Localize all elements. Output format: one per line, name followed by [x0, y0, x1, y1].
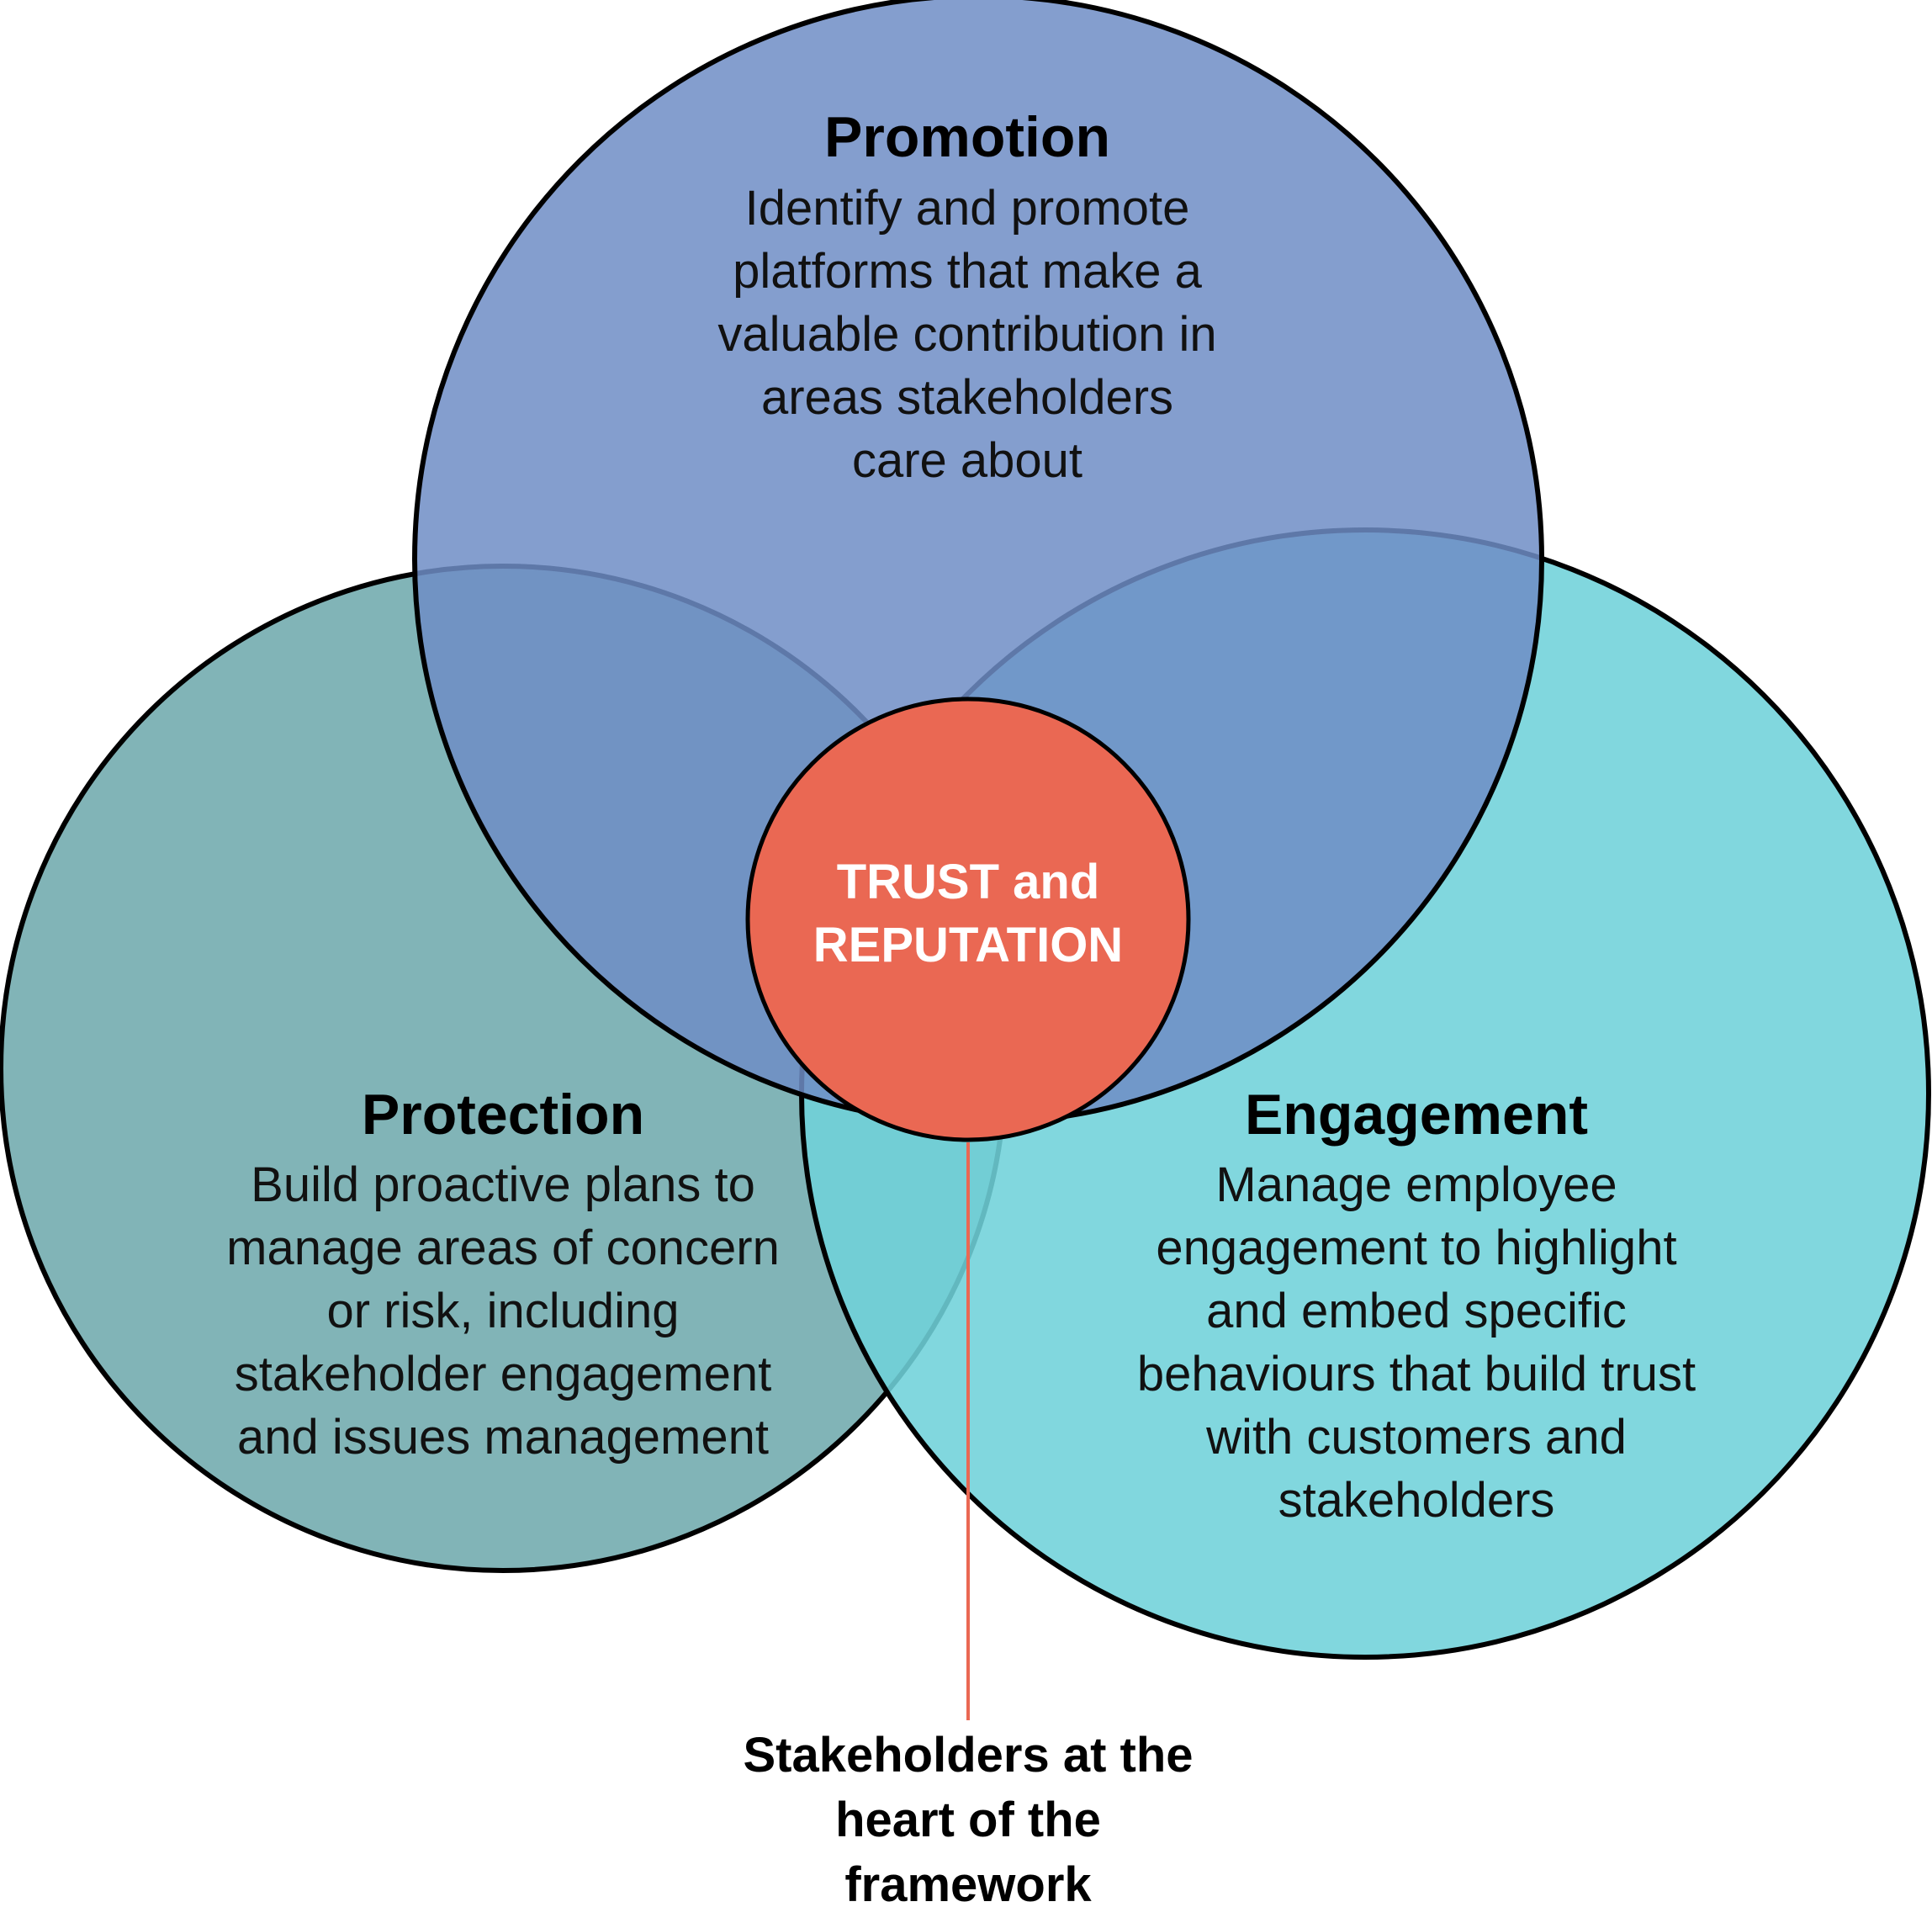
- engagement-title: Engagement: [1245, 1083, 1588, 1147]
- footer-line: framework: [844, 1857, 1092, 1907]
- protection-line: and issues management: [237, 1410, 769, 1465]
- protection-label: Protection Build proactive plans to mana…: [226, 1083, 780, 1465]
- promotion-line: Identify and promote: [745, 181, 1190, 236]
- footer-label: Stakeholders at the heart of the framewo…: [743, 1728, 1193, 1907]
- engagement-line: engagement to highlight: [1156, 1221, 1676, 1275]
- promotion-label: Promotion Identify and promote platforms…: [717, 105, 1216, 488]
- promotion-line: platforms that make a: [733, 244, 1202, 299]
- protection-line: or risk, including: [326, 1284, 679, 1338]
- engagement-line: with customers and: [1205, 1410, 1627, 1465]
- promotion-line: areas stakeholders: [761, 370, 1173, 425]
- center-line: REPUTATION: [813, 918, 1123, 972]
- engagement-line: and embed specific: [1206, 1284, 1627, 1338]
- engagement-line: Manage employee: [1215, 1157, 1617, 1212]
- footer-line: heart of the: [835, 1793, 1101, 1847]
- promotion-line: care about: [852, 433, 1082, 488]
- promotion-line: valuable contribution in: [717, 307, 1216, 362]
- footer-line: Stakeholders at the: [743, 1728, 1193, 1783]
- trust-center-circle: [745, 697, 1191, 1142]
- protection-line: stakeholder engagement: [235, 1347, 771, 1401]
- protection-title: Protection: [362, 1083, 644, 1147]
- promotion-title: Promotion: [824, 105, 1110, 169]
- center-label: TRUST and REPUTATION: [813, 855, 1123, 972]
- engagement-label: Engagement Manage employee engagement to…: [1137, 1083, 1696, 1528]
- circles: [0, 0, 1931, 1660]
- protection-line: manage areas of concern: [226, 1221, 780, 1275]
- engagement-line: stakeholders: [1278, 1473, 1555, 1528]
- engagement-line: behaviours that build trust: [1137, 1347, 1696, 1401]
- protection-line: Build proactive plans to: [251, 1157, 755, 1212]
- center-line: TRUST and: [837, 855, 1100, 909]
